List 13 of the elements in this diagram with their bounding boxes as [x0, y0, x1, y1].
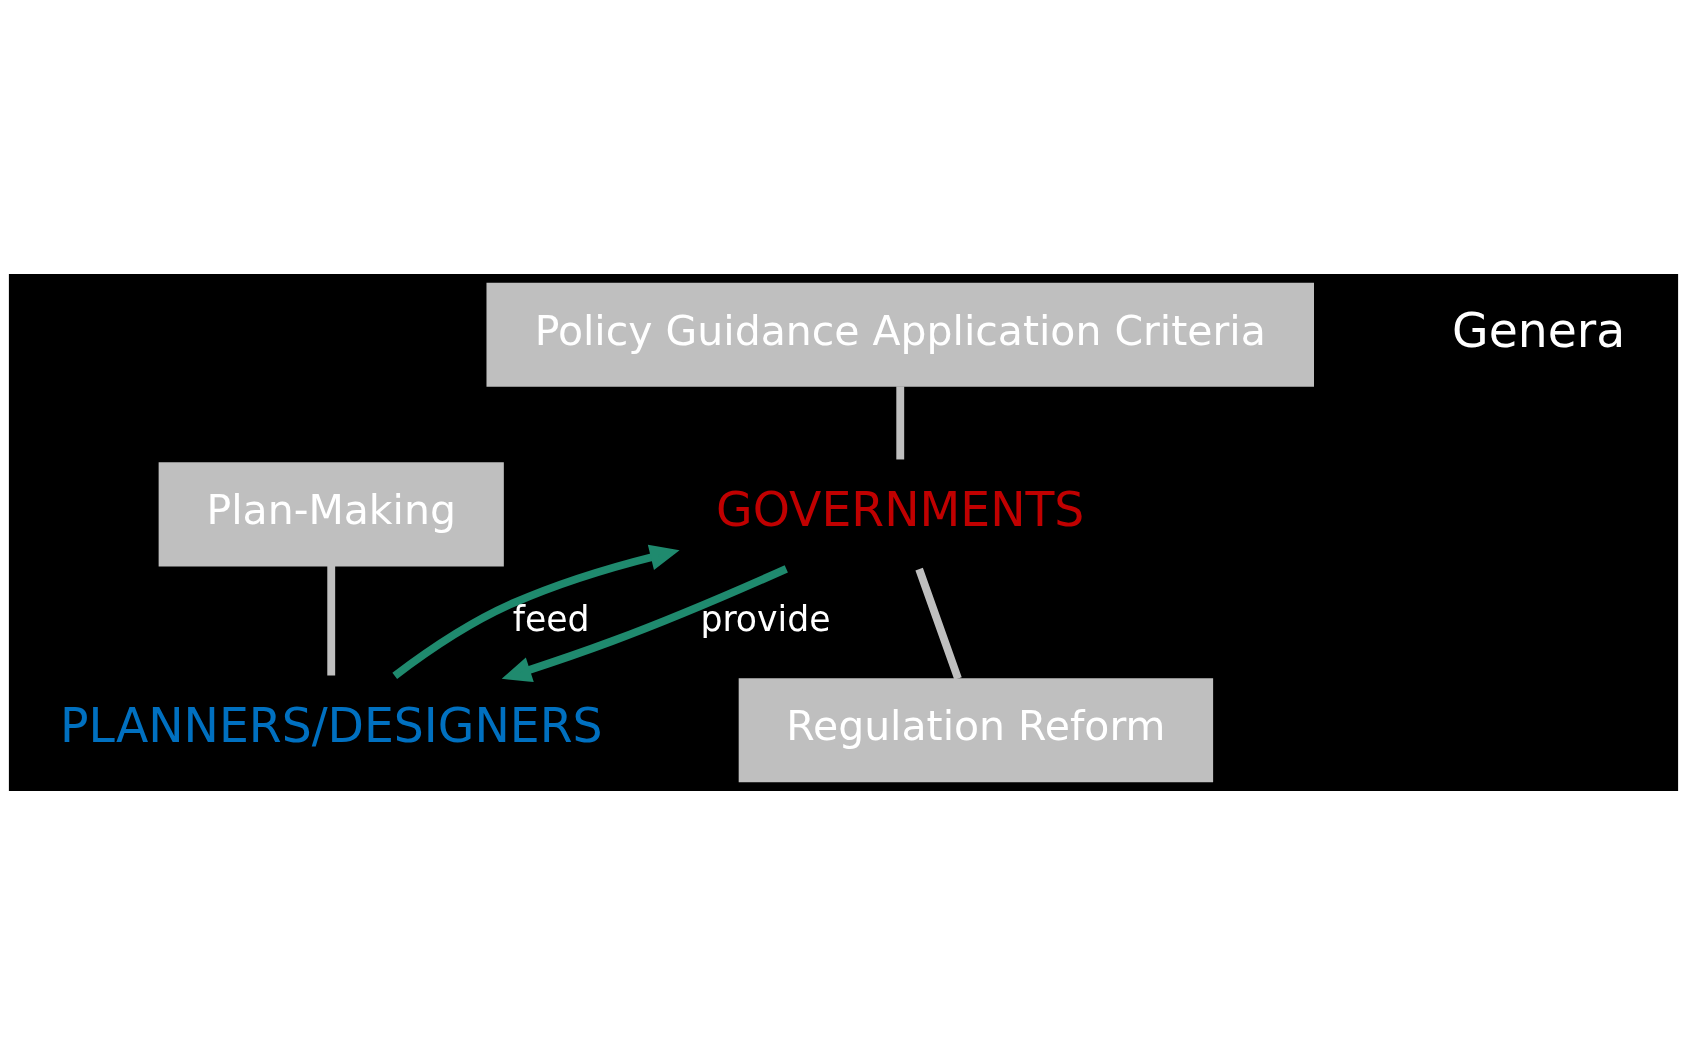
connector [327, 565, 336, 675]
node-box: Regulation Reform [738, 677, 1214, 782]
node-box: Policy Guidance Application Criteria [486, 282, 1314, 387]
node-text: GOVERNMENTS [716, 481, 1085, 537]
edge-label: provide [700, 598, 831, 639]
arrow [392, 544, 680, 679]
connector [915, 567, 962, 680]
node-text: PLANNERS/DESIGNERS [59, 697, 603, 753]
node-box: Plan-Making [158, 461, 504, 566]
arrow [501, 564, 788, 682]
edge-label: feed [512, 598, 590, 639]
connector [896, 385, 905, 459]
label: Genera [1452, 302, 1626, 358]
